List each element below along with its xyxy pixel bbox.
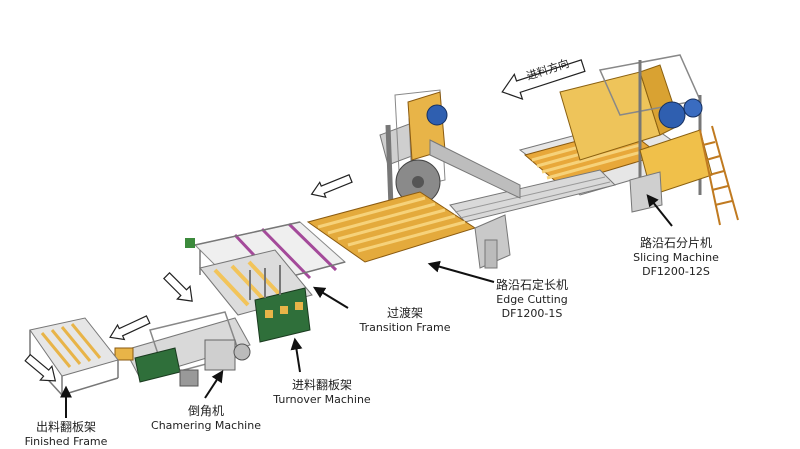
label-en: Chamering Machine bbox=[151, 419, 261, 432]
leader-arrow-turnover bbox=[290, 337, 303, 373]
label-zh: 路沿石分片机 bbox=[639, 236, 712, 250]
label-zh: 倒角机 bbox=[187, 404, 224, 418]
label-en: Slicing Machine bbox=[633, 251, 719, 264]
flow-arrow bbox=[310, 174, 353, 198]
label-zh: 过渡架 bbox=[386, 306, 423, 320]
label-en: Finished Frame bbox=[24, 435, 108, 448]
label-model: DF1200-1S bbox=[501, 306, 563, 320]
label-en: Turnover Machine bbox=[273, 393, 371, 406]
label-zh: 出料翻板架 bbox=[35, 420, 96, 434]
flow-arrow bbox=[24, 353, 57, 382]
finished-frame bbox=[29, 317, 119, 396]
label-transition-frame: 过渡架 Transition Frame bbox=[352, 306, 458, 335]
label-zh: 进料翻板架 bbox=[291, 378, 352, 392]
flow-arrow bbox=[109, 315, 151, 341]
flow-arrow bbox=[163, 272, 193, 302]
label-finished-frame: 出料翻板架 Finished Frame bbox=[20, 420, 112, 449]
flow-arrows bbox=[24, 59, 586, 382]
edge-cutting-machine bbox=[306, 89, 521, 269]
chamfering-machine bbox=[114, 311, 251, 387]
leader-arrow-slicing bbox=[646, 194, 673, 227]
label-slicing-machine: 路沿石分片机 Slicing Machine DF1200-12S bbox=[628, 236, 724, 279]
label-edge-cutting: 路沿石定长机 Edge Cutting DF1200-1S bbox=[486, 278, 578, 321]
slicing-machine bbox=[518, 54, 739, 226]
label-turnover-machine: 进料翻板架 Turnover Machine bbox=[270, 378, 374, 407]
label-en: Edge Cutting bbox=[496, 293, 568, 306]
label-en: Transition Frame bbox=[359, 321, 451, 334]
label-zh: 路沿石定长机 bbox=[495, 278, 568, 292]
leader-arrow-edge bbox=[427, 260, 495, 283]
leader-arrows bbox=[60, 194, 673, 418]
connecting-conveyor bbox=[449, 169, 616, 223]
flow-arrow bbox=[501, 59, 586, 100]
leader-arrow-transition bbox=[312, 286, 349, 309]
label-chamfering-machine: 倒角机 Chamering Machine bbox=[150, 404, 262, 433]
label-model: DF1200-12S bbox=[642, 264, 710, 278]
leader-arrow-chamfer bbox=[204, 369, 224, 399]
turnover-machine bbox=[199, 249, 313, 343]
